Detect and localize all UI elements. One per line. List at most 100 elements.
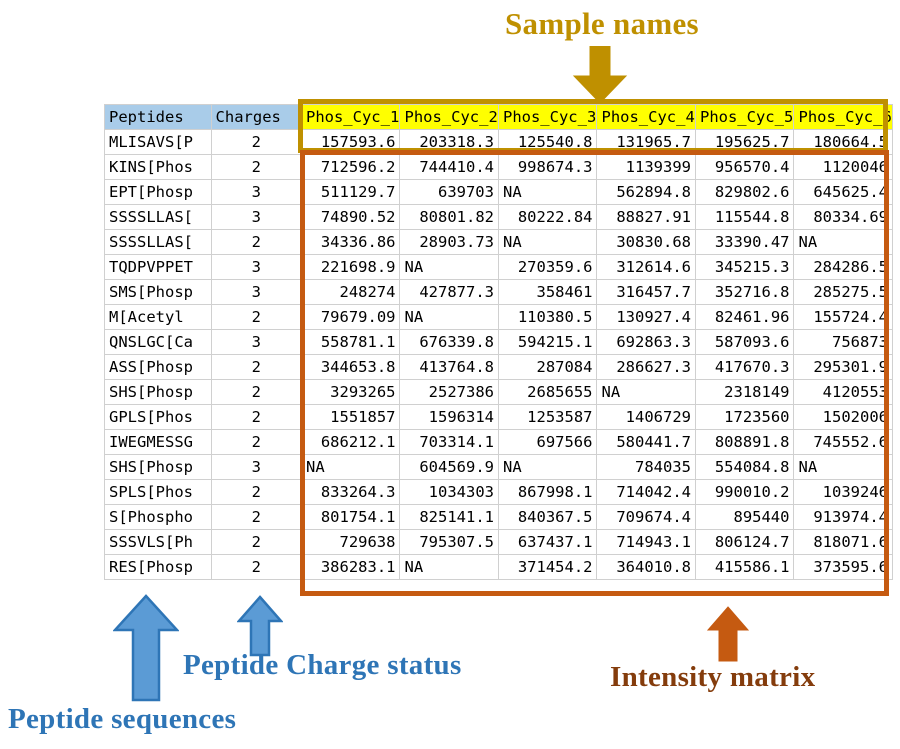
- column-header-sample-6[interactable]: Phos_Cyc_6: [793, 104, 893, 130]
- intensity-cell[interactable]: 2318149: [694, 379, 795, 405]
- peptide-charge-cell[interactable]: 3: [210, 204, 302, 230]
- peptide-charge-cell[interactable]: 2: [210, 379, 302, 405]
- intensity-cell[interactable]: 371454.2: [497, 554, 598, 580]
- peptide-sequence-cell[interactable]: S[Phospho: [104, 504, 212, 530]
- intensity-cell[interactable]: 1120046: [793, 154, 893, 180]
- intensity-cell[interactable]: NA: [399, 304, 499, 330]
- intensity-cell[interactable]: 74890.52: [300, 204, 401, 230]
- intensity-cell[interactable]: 312614.6: [596, 254, 696, 280]
- intensity-cell[interactable]: 1723560: [694, 404, 795, 430]
- intensity-cell[interactable]: 195625.7: [694, 129, 795, 155]
- intensity-cell[interactable]: 344653.8: [300, 354, 401, 380]
- intensity-cell[interactable]: 1034303: [399, 479, 499, 505]
- intensity-cell[interactable]: 562894.8: [596, 179, 696, 205]
- intensity-cell[interactable]: 110380.5: [497, 304, 598, 330]
- intensity-cell[interactable]: 80334.69: [793, 204, 893, 230]
- intensity-cell[interactable]: 80222.84: [497, 204, 598, 230]
- intensity-cell[interactable]: 287084: [497, 354, 598, 380]
- peptide-charge-cell[interactable]: 2: [210, 504, 302, 530]
- intensity-cell[interactable]: 1551857: [300, 404, 401, 430]
- peptide-sequence-cell[interactable]: SPLS[Phos: [104, 479, 212, 505]
- peptide-sequence-cell[interactable]: MLISAVS[P: [104, 129, 212, 155]
- intensity-cell[interactable]: 692863.3: [596, 329, 696, 355]
- column-header-sample-1[interactable]: Phos_Cyc_1: [300, 104, 401, 130]
- column-header-sample-5[interactable]: Phos_Cyc_5: [694, 104, 795, 130]
- intensity-cell[interactable]: 30830.68: [596, 229, 696, 255]
- peptide-sequence-cell[interactable]: GPLS[Phos: [104, 404, 212, 430]
- intensity-cell[interactable]: NA: [399, 254, 499, 280]
- intensity-cell[interactable]: 285275.5: [793, 279, 893, 305]
- intensity-cell[interactable]: 155724.4: [793, 304, 893, 330]
- intensity-cell[interactable]: 4120553: [793, 379, 893, 405]
- peptide-sequence-cell[interactable]: EPT[Phosp: [104, 179, 212, 205]
- intensity-cell[interactable]: 825141.1: [399, 504, 499, 530]
- peptide-charge-cell[interactable]: 2: [210, 354, 302, 380]
- intensity-cell[interactable]: 1253587: [497, 404, 598, 430]
- column-header-sample-3[interactable]: Phos_Cyc_3: [497, 104, 598, 130]
- intensity-cell[interactable]: 511129.7: [300, 179, 401, 205]
- intensity-cell[interactable]: 417670.3: [694, 354, 795, 380]
- intensity-cell[interactable]: 33390.47: [694, 229, 795, 255]
- column-header-sample-2[interactable]: Phos_Cyc_2: [399, 104, 499, 130]
- intensity-cell[interactable]: 352716.8: [694, 279, 795, 305]
- intensity-cell[interactable]: 286627.3: [596, 354, 696, 380]
- column-header-sample-4[interactable]: Phos_Cyc_4: [596, 104, 696, 130]
- peptide-charge-cell[interactable]: 2: [210, 129, 302, 155]
- peptide-sequence-cell[interactable]: SSSSLLAS[: [104, 204, 212, 230]
- column-header-charges[interactable]: Charges: [210, 104, 302, 130]
- intensity-cell[interactable]: 729638: [300, 529, 401, 555]
- intensity-cell[interactable]: 1406729: [596, 404, 696, 430]
- intensity-cell[interactable]: 2527386: [399, 379, 499, 405]
- intensity-cell[interactable]: 587093.6: [694, 329, 795, 355]
- peptide-charge-cell[interactable]: 2: [210, 229, 302, 255]
- intensity-cell[interactable]: 714943.1: [596, 529, 696, 555]
- intensity-cell[interactable]: 558781.1: [300, 329, 401, 355]
- intensity-cell[interactable]: 1039246: [793, 479, 893, 505]
- peptide-sequence-cell[interactable]: RES[Phosp: [104, 554, 212, 580]
- intensity-cell[interactable]: 676339.8: [399, 329, 499, 355]
- intensity-cell[interactable]: 79679.09: [300, 304, 401, 330]
- intensity-cell[interactable]: 82461.96: [694, 304, 795, 330]
- intensity-cell[interactable]: 386283.1: [300, 554, 401, 580]
- intensity-cell[interactable]: 756873: [793, 329, 893, 355]
- intensity-cell[interactable]: 639703: [399, 179, 499, 205]
- intensity-cell[interactable]: 358461: [497, 279, 598, 305]
- intensity-cell[interactable]: NA: [497, 179, 598, 205]
- intensity-cell[interactable]: 829802.6: [694, 179, 795, 205]
- peptide-charge-cell[interactable]: 3: [210, 254, 302, 280]
- intensity-cell[interactable]: NA: [497, 454, 598, 480]
- peptide-charge-cell[interactable]: 2: [210, 529, 302, 555]
- intensity-cell[interactable]: 686212.1: [300, 429, 401, 455]
- intensity-cell[interactable]: 580441.7: [596, 429, 696, 455]
- column-header-peptides[interactable]: Peptides: [104, 104, 212, 130]
- intensity-cell[interactable]: 248274: [300, 279, 401, 305]
- intensity-cell[interactable]: 413764.8: [399, 354, 499, 380]
- intensity-cell[interactable]: 88827.91: [596, 204, 696, 230]
- peptide-sequence-cell[interactable]: SSSVLS[Ph: [104, 529, 212, 555]
- intensity-cell[interactable]: 221698.9: [300, 254, 401, 280]
- peptide-charge-cell[interactable]: 2: [210, 404, 302, 430]
- intensity-cell[interactable]: 784035: [596, 454, 696, 480]
- intensity-cell[interactable]: 2685655: [497, 379, 598, 405]
- intensity-cell[interactable]: 157593.6: [300, 129, 401, 155]
- peptide-charge-cell[interactable]: 3: [210, 279, 302, 305]
- peptide-charge-cell[interactable]: 2: [210, 154, 302, 180]
- intensity-cell[interactable]: 712596.2: [300, 154, 401, 180]
- intensity-cell[interactable]: 373595.6: [793, 554, 893, 580]
- peptide-charge-cell[interactable]: 2: [210, 429, 302, 455]
- intensity-cell[interactable]: 1502006: [793, 404, 893, 430]
- peptide-charge-cell[interactable]: 2: [210, 554, 302, 580]
- intensity-cell[interactable]: 833264.3: [300, 479, 401, 505]
- intensity-cell[interactable]: 744410.4: [399, 154, 499, 180]
